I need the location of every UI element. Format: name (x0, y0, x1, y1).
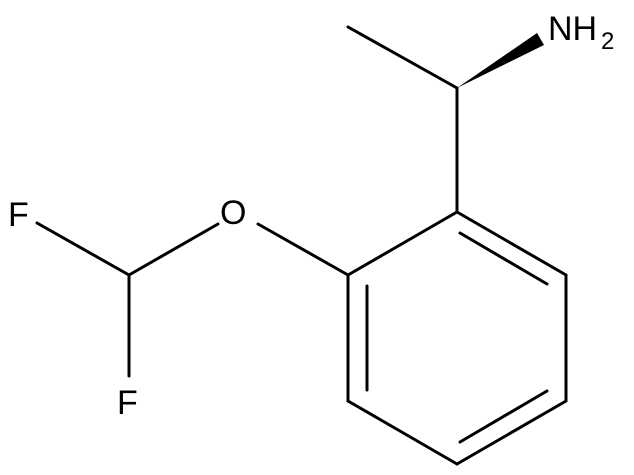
oxygen-label: O (220, 194, 246, 232)
bond-chiral-to-methyl (346, 25, 459, 90)
amine-label: NH (548, 10, 597, 48)
amine-subscript: 2 (601, 28, 614, 55)
bond-ring-to-oxygen (256, 222, 350, 277)
ring-bond-c3-c4 (455, 399, 568, 466)
ring-double-bond-inner-2 (458, 389, 549, 444)
wedge-bond-to-amine (457, 33, 544, 88)
ring-bond-c6-c1 (346, 210, 459, 277)
ring-double-bond-inner-1 (458, 231, 549, 286)
bond-cf2-to-fluorine-1 (35, 221, 131, 277)
ring-bond-c1-c2 (455, 210, 568, 277)
bond-oxygen-to-cf2 (127, 222, 220, 277)
fluorine-label-2: F (117, 384, 138, 422)
fluorine-label-1: F (8, 196, 29, 234)
ring-bond-c4-c5 (346, 399, 459, 466)
